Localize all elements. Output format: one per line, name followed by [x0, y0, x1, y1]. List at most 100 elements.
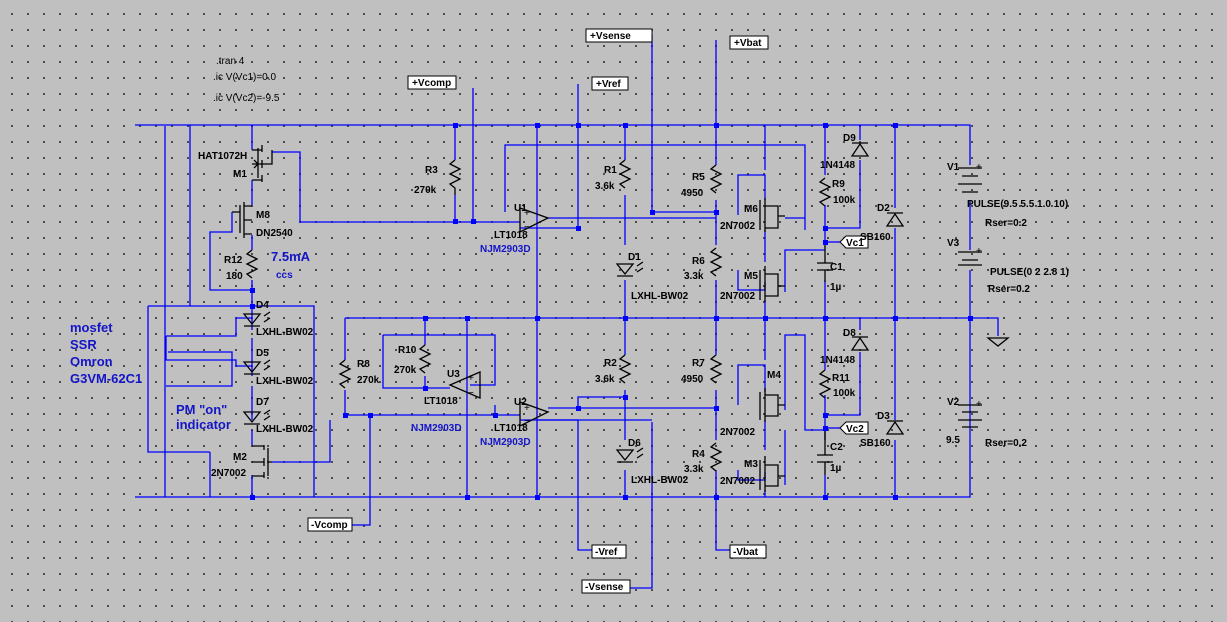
flag-vref-n-box [591, 544, 627, 559]
mosfet-m2-symbol [252, 445, 272, 478]
resistor-r8 [338, 359, 352, 389]
label-r10: R10 [398, 345, 417, 356]
label-r8-val: 270k [357, 375, 380, 386]
label-m3-model: 2N7002 [720, 476, 755, 487]
label-d9: D9 [843, 133, 856, 144]
label-m6: M6 [744, 204, 758, 215]
label-c1: C1 [830, 262, 843, 273]
label-r5: R5 [692, 172, 705, 183]
mosfet-m3-symbol [759, 456, 785, 492]
directive-ic-vc2: .ic V(Vc2)=-9.5 [213, 93, 280, 104]
flag-vc2-box [839, 421, 869, 435]
label-v1-rser: Rser=0.2 [985, 218, 1027, 229]
label-m1-model: HAT1072H [198, 151, 247, 162]
label-d8: D8 [843, 328, 856, 339]
mosfet-m1-symbol [252, 145, 273, 182]
led-d1-symbol [615, 261, 644, 277]
label-d5-model: LXHL-BW02 [256, 376, 314, 387]
label-r11-val: 100k [833, 388, 856, 399]
label-v3-rser: Rser=0.2 [988, 284, 1030, 295]
directive-ic-vc1: .ic V(Vc1)=0.0 [213, 72, 277, 83]
spice-directives: .tran 4 .ic V(Vc1)=0.0 .ic V(Vc2)=-9.5 [213, 56, 280, 104]
label-v2-rser: Rser=0.2 [985, 438, 1027, 449]
label-r12: R12 [224, 255, 243, 266]
label-u1-part: NJM2903D [480, 244, 531, 255]
label-r10-val: 270k [394, 365, 417, 376]
diode-d9-symbol [850, 142, 870, 157]
resistor-r1 [618, 159, 632, 189]
label-r9: R9 [832, 179, 845, 190]
resistor-r3 [448, 159, 462, 195]
capacitor-c2 [817, 431, 833, 475]
annotation-pm-line2: indicator [176, 417, 231, 432]
label-r12-val: 180 [226, 271, 243, 282]
label-r8: R8 [357, 359, 370, 370]
label-d6: D6 [628, 438, 641, 449]
label-u3-part: NJM2903D [411, 423, 462, 434]
resistor-r4 [709, 442, 723, 472]
svg-text:+: + [976, 162, 982, 173]
component-labels: HAT1072H M1 M8 DN2540 R12 180 7.5mA ccs … [198, 133, 1069, 487]
mosfet-m8-symbol [232, 202, 252, 238]
resistor-r7 [709, 354, 723, 384]
led-d6-symbol [615, 447, 644, 463]
label-u3-model: LT1018 [424, 396, 458, 407]
mosfet-m4-symbol [759, 388, 785, 422]
svg-text:+: + [468, 373, 474, 384]
annotation-ssr-line1: mosfet [70, 320, 113, 335]
label-r1-val: 3.6k [595, 181, 615, 192]
label-u3: U3 [447, 369, 460, 380]
svg-text:−: − [524, 416, 530, 427]
mosfet-m6-symbol [759, 198, 785, 232]
annotation-ssr-line4: G3VM-62C1 [70, 371, 142, 386]
flag-vref-n: -Vref [595, 547, 618, 558]
net-flags: +Vsense +Vbat +Vcomp +Vref -Vcomp -Vref … [307, 28, 869, 594]
wires [135, 35, 999, 589]
label-u1-model: LT1018 [494, 230, 528, 241]
label-u2-part: NJM2903D [480, 437, 531, 448]
resistor-r5 [709, 164, 723, 194]
flag-vbat-n: -Vbat [733, 547, 759, 558]
flag-vsense-n-box [581, 579, 631, 594]
resistor-r12 [245, 249, 259, 279]
label-u1: U1 [514, 203, 527, 214]
svg-text:+: + [976, 399, 982, 410]
led-d4-symbol [242, 311, 271, 327]
label-r3-val: 270k [414, 185, 437, 196]
resistor-r9 [818, 177, 832, 207]
diode-d8-symbol [850, 336, 870, 351]
label-d7: D7 [256, 397, 269, 408]
annotation-ssr-line2: SSR [70, 337, 97, 352]
annotation-pm-line1: PM "on" [176, 402, 227, 417]
label-u2: U2 [514, 397, 527, 408]
annotations: mosfet SSR Omron G3VM-62C1 PM "on" indic… [70, 320, 231, 432]
label-c2: C2 [830, 442, 843, 453]
label-d9-model: 1N4148 [820, 160, 855, 171]
label-u2-model: LT1018 [494, 423, 528, 434]
label-m4: M4 [767, 370, 781, 381]
label-d7-model: LXHL-BW02 [256, 424, 314, 435]
label-d4-model: LXHL-BW02 [256, 327, 314, 338]
led-d5-symbol [242, 359, 271, 375]
label-d3-model: SB160 [860, 438, 891, 449]
label-m8: M8 [256, 210, 270, 221]
resistor-r2 [618, 354, 632, 384]
label-r5-val: 4950 [681, 188, 704, 199]
label-m3: M3 [744, 459, 758, 470]
label-d8-model: 1N4148 [820, 355, 855, 366]
led-d7-symbol [242, 409, 271, 425]
label-r4-val: 3.3k [684, 464, 704, 475]
flag-vsense-p: +Vsense [590, 31, 631, 42]
comparator-u3-symbol: +− [448, 371, 481, 399]
diode-d2-symbol [885, 212, 905, 227]
label-m5: M5 [744, 271, 758, 282]
label-m2: M2 [233, 452, 247, 463]
label-ccs-current: 7.5mA [271, 249, 311, 264]
directive-tran: .tran 4 [216, 56, 245, 67]
label-c1-val: 1µ [830, 282, 842, 293]
annotation-ssr-line3: Omron [70, 354, 113, 369]
resistor-r6 [709, 247, 723, 277]
mosfet-m5-symbol [759, 266, 785, 302]
label-ccs: ccs [276, 270, 293, 281]
